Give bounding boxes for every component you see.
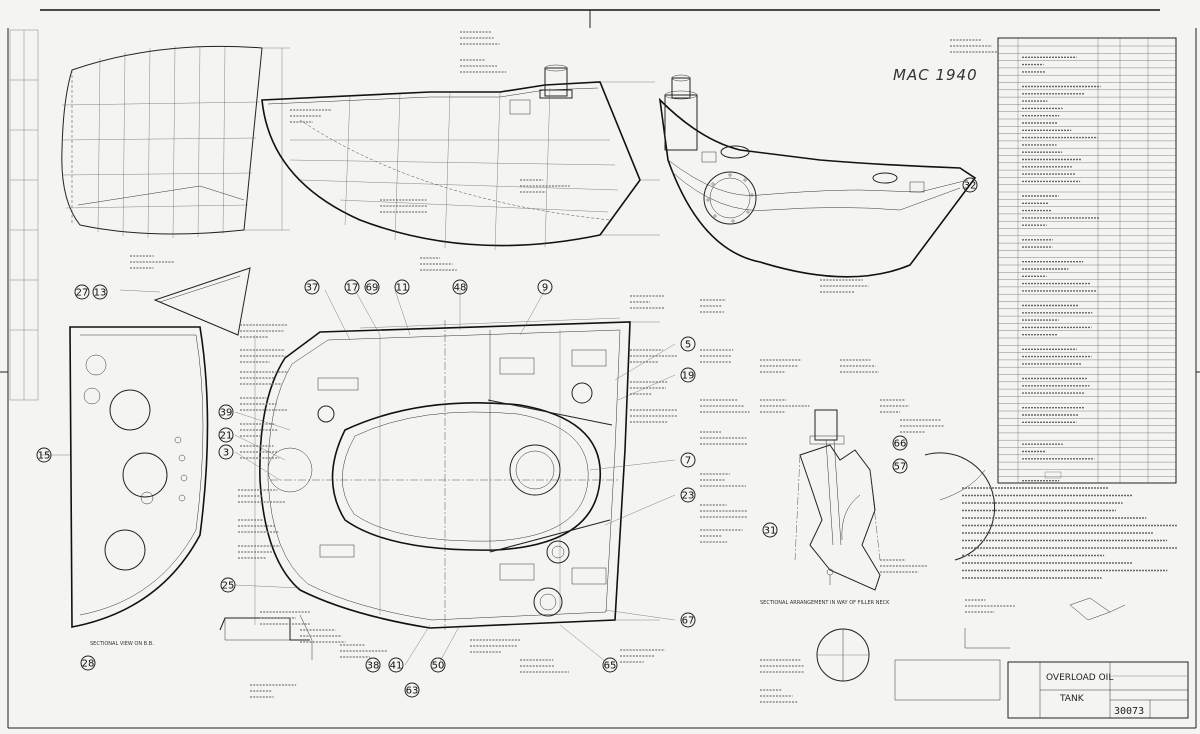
circle-detail [817, 453, 995, 681]
parts-list-table [998, 38, 1176, 483]
item-balloon-label: 15 [38, 451, 51, 462]
item-balloon-label: 13 [94, 288, 107, 299]
main-plan-view [255, 318, 660, 630]
item-balloon-label: 32 [964, 181, 977, 192]
revision-strip [10, 30, 38, 400]
view-label-bb: SECTIONAL VIEW ON B.B. [90, 641, 154, 647]
side-elevation-view [262, 65, 660, 250]
item-balloon-label: 67 [682, 616, 695, 627]
item-balloon-label: 11 [396, 283, 409, 294]
top-left-profile-view [62, 46, 290, 238]
title-line-2: TANK [1059, 694, 1085, 704]
cover-bolts [707, 174, 753, 222]
item-reference-balloons: 2713152837176911489519392137232567384150… [37, 178, 977, 697]
item-balloon-label: 19 [682, 371, 695, 382]
item-balloon-label: 38 [367, 661, 380, 672]
sectional-view-bb [40, 327, 208, 627]
drawing-number: 30073 [1114, 706, 1144, 717]
item-balloon-label: 28 [82, 659, 95, 670]
item-balloon-label: 25 [222, 581, 235, 592]
notes-block [962, 472, 1178, 578]
item-balloon-label: 48 [454, 283, 467, 294]
item-balloon-label: 65 [604, 661, 617, 672]
filler-neck-section [795, 410, 880, 590]
item-balloon-label: 37 [306, 283, 319, 294]
item-balloon-label: 7 [685, 456, 691, 467]
item-balloon-label: 21 [220, 431, 233, 442]
pictorial-view [660, 75, 975, 277]
item-balloon-label: 5 [685, 340, 691, 351]
item-balloon-label: 57 [894, 462, 907, 473]
item-balloon-label: 50 [432, 661, 445, 672]
item-balloon-label: 3 [223, 448, 229, 459]
item-balloon-label: 23 [682, 491, 695, 502]
item-balloon-label: 63 [406, 686, 419, 697]
detail-sketch [120, 268, 250, 335]
item-balloon-label: 27 [76, 288, 89, 299]
item-balloon-label: 9 [542, 283, 548, 294]
item-balloon-label: 31 [764, 526, 777, 537]
title-line-1: OVERLOAD OIL [1046, 673, 1113, 683]
handwritten-mark: MAC 1940 [893, 66, 978, 84]
item-balloon-label: 17 [346, 283, 359, 294]
item-balloon-label: 66 [894, 439, 907, 450]
item-balloon-label: 69 [366, 283, 379, 294]
item-balloon-label: 41 [390, 661, 403, 672]
flange-detail [220, 615, 312, 660]
item-balloon-label: 39 [220, 408, 233, 419]
view-label-filler-neck: SECTIONAL ARRANGEMENT IN WAY OF FILLER N… [760, 600, 890, 606]
